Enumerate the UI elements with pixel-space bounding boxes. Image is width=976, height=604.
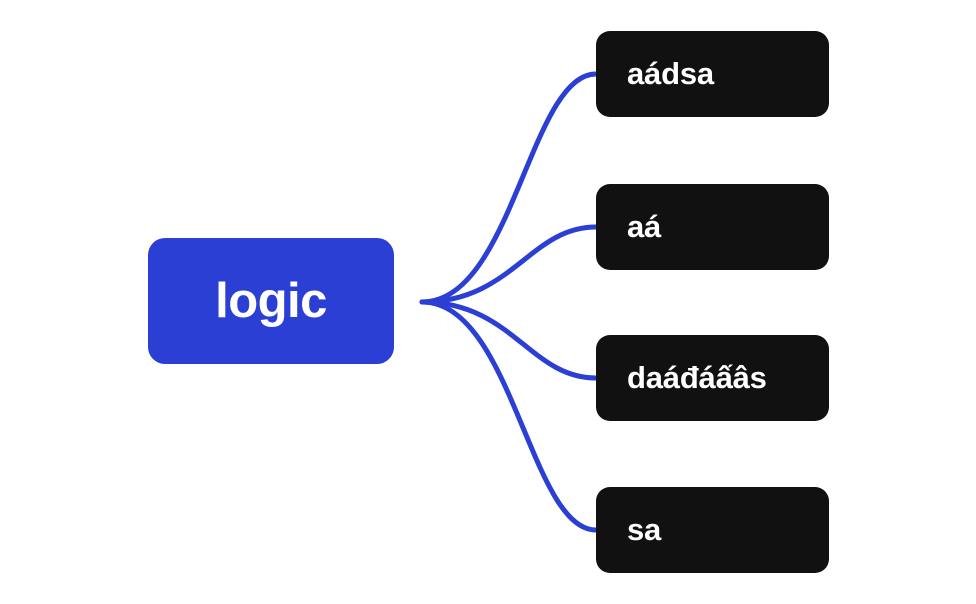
connector-edge-4 bbox=[419, 299, 599, 533]
branch-node-1-label: aádsa bbox=[627, 55, 714, 91]
branch-node-1[interactable]: aádsa bbox=[596, 31, 829, 117]
branch-node-2[interactable]: aá bbox=[596, 184, 829, 270]
branch-node-3-label: daáđáấâs bbox=[627, 359, 767, 395]
branch-node-4[interactable]: sa bbox=[596, 487, 829, 573]
root-node[interactable]: logic bbox=[148, 238, 394, 364]
root-node-label: logic bbox=[215, 273, 327, 328]
branch-node-3[interactable]: daáđáấâs bbox=[596, 335, 829, 421]
connector-edge-3 bbox=[419, 299, 599, 381]
branch-node-2-label: aá bbox=[627, 208, 662, 244]
branch-node-4-label: sa bbox=[627, 511, 662, 547]
connector-edge-1 bbox=[419, 71, 599, 305]
connector-edge-2 bbox=[419, 224, 599, 305]
